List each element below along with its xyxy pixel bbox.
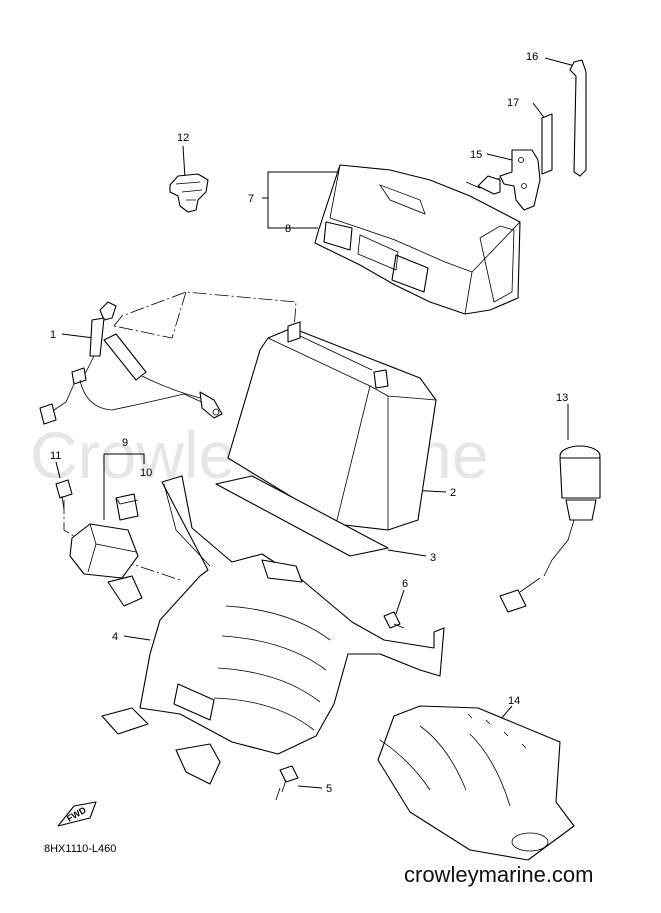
part-wire-lead-drawing	[39, 301, 223, 425]
part-fuse-holder-drawing	[465, 57, 587, 211]
part-number-17[interactable]: 17	[507, 97, 519, 109]
part-battery-cover-drawing	[262, 164, 521, 315]
part-number-10[interactable]: 10	[140, 467, 152, 479]
part-number-5[interactable]: 5	[326, 783, 332, 795]
part-number-9[interactable]: 9	[122, 437, 128, 449]
part-socket-drawing	[499, 404, 601, 613]
part-number-7[interactable]: 7	[248, 193, 254, 205]
part-bracket-drawing	[101, 475, 445, 785]
part-number-3[interactable]: 3	[430, 552, 436, 564]
part-clamp-drawing	[169, 145, 209, 213]
part-number-6[interactable]: 6	[402, 578, 408, 590]
part-number-16[interactable]: 16	[526, 51, 538, 63]
part-number-1[interactable]: 1	[50, 329, 56, 341]
part-relay-drawing	[55, 453, 145, 579]
fwd-arrow-icon: FWD	[57, 801, 97, 827]
diagram-code: 8HX1110-L460	[44, 843, 116, 855]
part-cover-drawing	[377, 705, 575, 861]
website-text[interactable]: crowleymarine.com	[404, 862, 594, 887]
part-number-11[interactable]: 11	[50, 450, 61, 462]
part-bolt-lower-drawing	[279, 765, 323, 793]
part-number-14[interactable]: 14	[508, 695, 520, 707]
part-bolt-upper-drawing	[383, 589, 405, 629]
part-number-4[interactable]: 4	[112, 631, 118, 643]
part-number-12[interactable]: 12	[177, 132, 189, 144]
part-battery-pad-drawing	[215, 475, 427, 557]
part-battery-drawing	[227, 321, 447, 531]
part-number-8[interactable]: 8	[285, 223, 291, 235]
part-number-2[interactable]: 2	[450, 487, 456, 499]
part-number-15[interactable]: 15	[470, 149, 482, 161]
part-number-13[interactable]: 13	[556, 392, 568, 404]
